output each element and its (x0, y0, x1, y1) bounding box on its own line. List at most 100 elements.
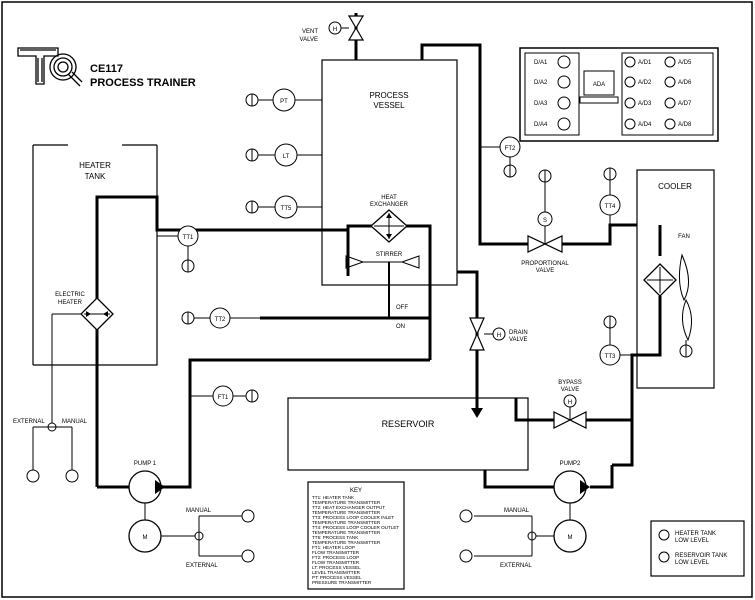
tt1-instrument (157, 225, 199, 273)
key-entry: FLOW TRANSMITTER (312, 550, 360, 555)
lt-label: LT (283, 154, 290, 160)
fan-icon (678, 253, 693, 358)
ad3-label: A/D3 (638, 101, 652, 107)
drain-valve-label-1: DRAIN (509, 330, 528, 336)
da1-socket[interactable] (557, 55, 571, 69)
heater-low-label-1: HEATER TANK (675, 531, 716, 537)
heater-low-label-2: LOW LEVEL (675, 538, 710, 544)
electric-heater (51, 297, 114, 427)
tt4-label: TT4 (605, 204, 616, 210)
tq-logo (17, 47, 83, 87)
heater-tank (32, 144, 158, 366)
pump1[interactable] (128, 470, 165, 553)
heat-exchanger-label-2: EXCHANGER (370, 202, 409, 208)
proportional-valve-s: S (543, 218, 547, 224)
key-entries: TT1: HEATER TANK TEMPERATURE TRANSMITTER… (312, 495, 399, 585)
heat-exchanger-label-1: HEAT (381, 195, 397, 201)
ft1-label: FT1 (218, 395, 229, 401)
key-entry: TEMPERATURE TRANSMITTER (312, 540, 381, 545)
tt3-label: TT3 (605, 354, 616, 360)
heater-manual-label: MANUAL (62, 419, 88, 425)
heater-tank-label-2: TANK (85, 172, 106, 181)
ad4-label: A/D4 (638, 122, 652, 128)
key-entry: TT1: HEATER TANK (312, 495, 355, 500)
vent-valve-h: H (333, 27, 337, 33)
heater-loop-supply (95, 195, 350, 400)
tt5-label: TT5 (281, 206, 292, 212)
ada-monitor-icon (579, 70, 619, 104)
tt2-label: TT2 (215, 317, 226, 323)
reservoir-low-label-2: LOW LEVEL (675, 560, 710, 566)
electric-heater-label-2: HEATER (58, 300, 83, 306)
process-vessel (321, 59, 458, 286)
stirrer-label: STIRRER (376, 252, 403, 258)
da4-socket[interactable] (557, 117, 571, 131)
bypass-valve-h: H (568, 400, 572, 406)
ad6-socket[interactable] (664, 76, 676, 88)
proportional-valve[interactable] (527, 169, 563, 253)
ad7-socket[interactable] (664, 97, 676, 109)
alarm-panel (650, 520, 745, 577)
vent-valve-label-1: VENT (302, 29, 318, 35)
key-entry: TEMPERATURE TRANSMITTER (312, 520, 381, 525)
pt-label: PT (280, 99, 288, 105)
drain-pipe (457, 270, 479, 410)
ad1-socket[interactable] (624, 56, 636, 68)
drain-valve-label-2: VALVE (509, 337, 527, 343)
ad2-socket[interactable] (624, 76, 636, 88)
pump1-label: PUMP 1 (134, 461, 157, 467)
cooler-label: COOLER (658, 182, 692, 191)
ad4-socket[interactable] (624, 118, 636, 130)
key-entry: TEMPERATURE TRANSMITTER (312, 510, 381, 515)
ad3-socket[interactable] (624, 97, 636, 109)
reservoir-label: RESERVOIR (382, 419, 435, 429)
process-vessel-label-2: VESSEL (373, 101, 405, 110)
da3-socket[interactable] (557, 96, 571, 110)
ad5-socket[interactable] (664, 56, 676, 68)
bypass-pipe-left (514, 398, 554, 422)
da2-label: D/A2 (534, 80, 548, 86)
key-entry: TT2: HEAT EXCHANGER OUTPUT (312, 505, 385, 510)
reservoir (287, 397, 529, 471)
drain-valve-h: H (497, 333, 501, 339)
ad1-label: A/D1 (638, 60, 652, 66)
stirrer[interactable] (345, 255, 420, 318)
da4-label: D/A4 (534, 122, 548, 128)
logo-subtitle: PROCESS TRAINER (90, 77, 196, 89)
pump2-manual-label: MANUAL (504, 508, 530, 514)
electric-heater-label-1: ELECTRIC (55, 292, 85, 298)
ada-label: ADA (593, 82, 605, 88)
ad8-socket[interactable] (664, 118, 676, 130)
key-box (307, 481, 405, 590)
ad5-label: A/D5 (678, 60, 692, 66)
pump1-switch[interactable] (161, 509, 255, 563)
ad6-label: A/D6 (678, 80, 692, 86)
tt1-label: TT1 (183, 235, 194, 241)
ft1-instrument (190, 385, 259, 407)
tt2-instrument (181, 307, 260, 329)
pump2-switch[interactable] (459, 509, 554, 563)
pump1-external-label: EXTERNAL (186, 563, 218, 569)
ft2-label: FT2 (505, 146, 516, 152)
pump2[interactable] (553, 470, 590, 553)
tt3-instrument (599, 315, 632, 366)
stirrer-off-label: OFF (396, 305, 408, 311)
key-entry: FT1: HEATER LOOP (312, 545, 355, 550)
da2-socket[interactable] (557, 75, 571, 89)
bypass-valve[interactable] (553, 394, 587, 429)
key-entry: TEMPERATURE TRANSMITTER (312, 530, 381, 535)
vent-valve[interactable] (328, 15, 365, 41)
heater-switch[interactable] (26, 422, 79, 483)
drain-arrow (471, 408, 483, 418)
pump2-external-label: EXTERNAL (500, 563, 532, 569)
bypass-valve-label-2: VALVE (561, 387, 579, 393)
logo-model: CE117 (90, 63, 123, 75)
key-entry: LEVEL TRANSMITTER (312, 570, 361, 575)
key-entry: PT: PROCESS VESSEL (312, 575, 362, 580)
vent-valve-label-2: VALVE (300, 37, 318, 43)
drain-valve[interactable] (469, 317, 506, 351)
key-entry: PRESSURE TRANSMITTER (312, 580, 372, 585)
